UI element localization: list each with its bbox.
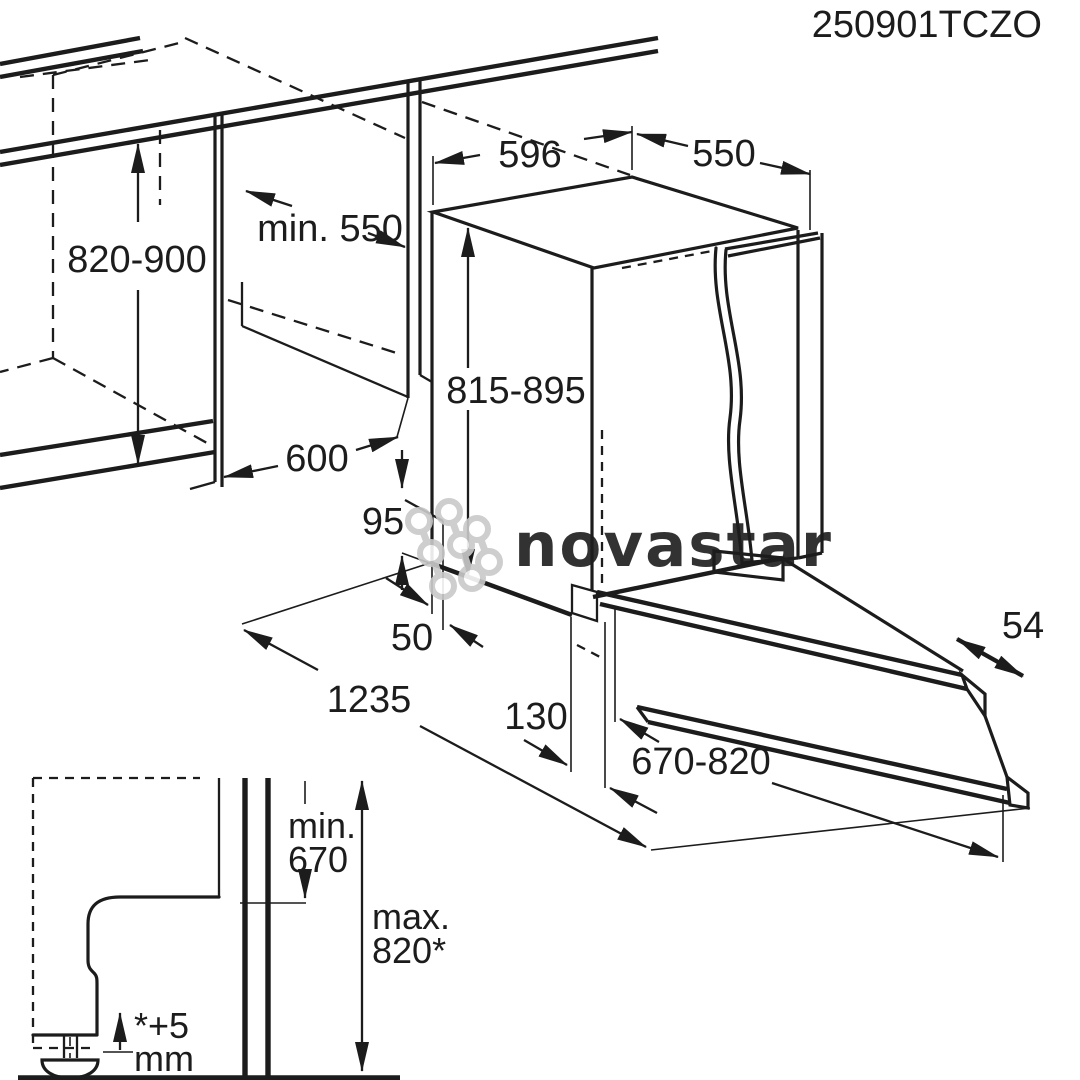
dim-door-open-reach-label: 1235 (327, 679, 412, 721)
dim-plinth-recess-label: 50 (391, 617, 433, 659)
lower-plate-front-bottom (647, 719, 1011, 806)
watermark-molecule-icon (405, 498, 503, 600)
dim-niche-width-label: 600 (285, 438, 348, 480)
lower-plate-front-top (636, 704, 1008, 792)
dim-niche-depth: min. 550 (245, 189, 406, 250)
upper-plate-right-end (958, 670, 987, 722)
dim-foot-adjust-unit: mm (134, 1038, 194, 1079)
dim-base-setback-label: 130 (504, 696, 567, 738)
dim-appliance-depth-label: 550 (692, 133, 755, 175)
detail-view: min. 670 max. 820* *+5 mm (18, 776, 450, 1080)
floor-lines (0, 418, 216, 491)
drawing-code: 250901TCZO (812, 4, 1042, 46)
detail-plinth-profile (31, 895, 221, 1037)
dim-door-min-length: min. 670 (288, 781, 356, 899)
dim-base-setback: 130 (504, 617, 658, 815)
dim-plinth-height: 95 (362, 450, 409, 590)
dim-niche-width: 600 (223, 435, 399, 480)
dishwasher-bottom-edge (432, 561, 573, 618)
dim-worktop-height-label: 820-900 (67, 239, 206, 281)
dim-foot-adjust: *+5 mm (103, 1005, 194, 1079)
worktop (0, 35, 659, 168)
left-cabinet-hidden-lines (0, 36, 631, 445)
dim-appliance-width-label: 596 (498, 134, 561, 176)
worktop-front-edge-top (0, 35, 659, 155)
niche-left-wall (189, 113, 224, 491)
upper-plate-front-bottom (599, 601, 968, 692)
panel-bottom-block (712, 549, 785, 582)
dim-worktop-height: 820-900 (67, 143, 207, 465)
upper-plate-back-edge (592, 555, 783, 600)
dimensions: 820-900 min. 550 596 550 815-895 (67, 126, 1044, 862)
dim-appliance-depth: 550 (636, 132, 811, 230)
panel-break-wave-2 (723, 248, 754, 563)
watermark: novastar (405, 498, 833, 600)
dim-door-min-word: min. (288, 805, 356, 846)
worktop-back-edge-top (0, 35, 141, 67)
lower-plate-right-end (1005, 773, 1030, 810)
slide-direction-arrow (955, 637, 1025, 678)
dim-plinth-recess: 50 (385, 577, 484, 659)
worktop-back-edge-bottom (0, 48, 144, 80)
dim-foot-adjust-value: *+5 (134, 1005, 189, 1046)
dim-door-max-value: 820* (372, 930, 446, 971)
niche-right-wall (240, 79, 433, 438)
worktop-front-edge-bottom (0, 48, 659, 168)
dim-niche-depth-label: min. 550 (257, 208, 403, 250)
base-plates (570, 555, 1030, 810)
dim-door-open-reach: 1235 (241, 561, 1031, 851)
dim-door-max-length: max. 820* (355, 780, 450, 1072)
dim-door-max-word: max. (372, 896, 450, 937)
dim-appliance-width: 596 (432, 126, 633, 205)
dim-plinth-height-label: 95 (362, 501, 404, 543)
dim-appliance-height-label: 815-895 (446, 370, 585, 412)
dim-slide-travel: 54 (955, 605, 1044, 678)
dim-slide-travel-label: 54 (1002, 605, 1044, 647)
dishwasher-top-face (426, 175, 799, 270)
watermark-text: novastar (514, 510, 833, 581)
dim-door-min-value: 670 (288, 839, 348, 880)
upper-plate-front-top (596, 589, 963, 678)
dim-plinth-panel-range-label: 670-820 (631, 741, 770, 783)
dim-plinth-panel-range: 670-820 (614, 607, 1004, 862)
upper-plate-left-end (570, 583, 599, 623)
panel-break-wave-1 (713, 246, 744, 565)
